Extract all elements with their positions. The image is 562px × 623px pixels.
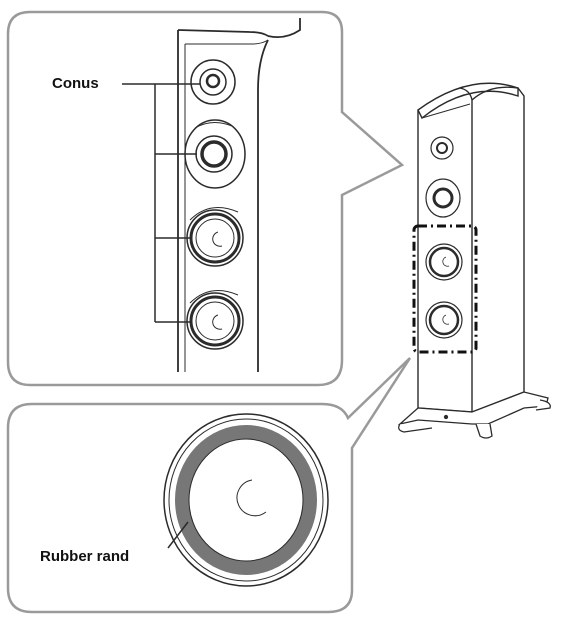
speaker-side (472, 87, 524, 412)
speaker-woofer-1 (426, 244, 462, 280)
callout-tweeter (191, 60, 235, 104)
speaker-tweeter (431, 137, 453, 159)
speaker-base (399, 392, 551, 438)
speaker-midrange (426, 179, 460, 217)
speaker-woofer-2 (426, 302, 462, 338)
full-speaker (399, 83, 551, 438)
rubber-edge-label: Rubber rand (38, 548, 131, 565)
large-woofer (164, 414, 328, 586)
cone-label: Conus (50, 75, 101, 92)
bottom-callout (8, 358, 410, 612)
top-callout (8, 12, 402, 385)
